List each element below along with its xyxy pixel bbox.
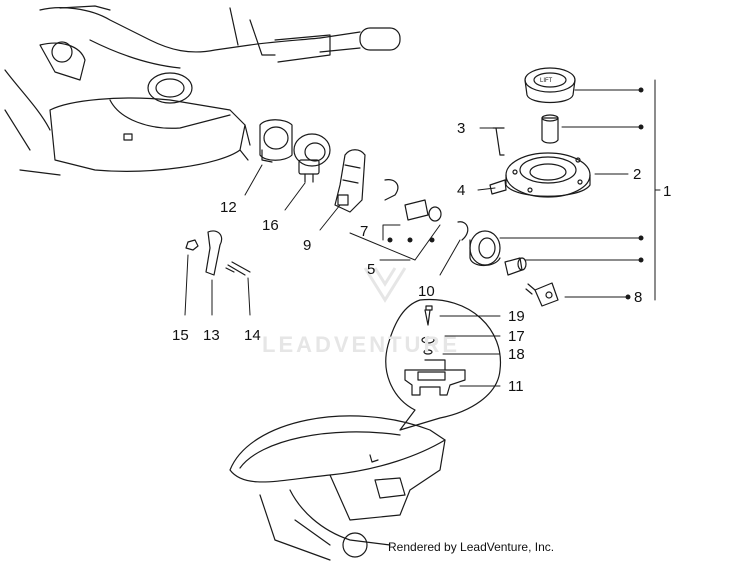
callout-5: 5 xyxy=(367,261,375,278)
part-16-ignition-switch xyxy=(293,133,331,183)
callout-10: 10 xyxy=(418,283,435,300)
callout-13: 13 xyxy=(203,327,220,344)
callout-14: 14 xyxy=(244,327,261,344)
callout-7: 7 xyxy=(360,223,368,240)
callout-11: 11 xyxy=(508,378,524,395)
latch-detail-callout xyxy=(385,298,502,431)
callout-leaders xyxy=(184,79,661,387)
callout-17: 17 xyxy=(508,328,525,345)
scooter-front-illustration xyxy=(4,5,401,176)
callout-2: 2 xyxy=(633,166,641,183)
callout-numbers: 1 2 3 4 5 7 8 9 10 11 12 13 14 15 16 17 … xyxy=(172,120,671,395)
part-12-bezel xyxy=(259,119,293,163)
part-9-bracket xyxy=(334,149,366,213)
callout-18: 18 xyxy=(508,346,525,363)
watermark: LEADVENTURE xyxy=(262,267,460,357)
callout-dots xyxy=(387,87,644,300)
callout-15: 15 xyxy=(172,327,189,344)
part-13-14-15-latch xyxy=(185,230,251,276)
callout-8: 8 xyxy=(634,289,642,306)
callout-19: 19 xyxy=(508,308,525,325)
render-credit: Rendered by LeadVenture, Inc. xyxy=(388,540,555,554)
cap-lift-label: LIFT xyxy=(540,78,553,84)
callout-16: 16 xyxy=(262,217,279,234)
callout-9: 9 xyxy=(303,237,311,254)
callout-12: 12 xyxy=(220,199,237,216)
part-10-lock-cylinder xyxy=(469,230,559,307)
callout-1: 1 xyxy=(663,183,671,200)
callout-3: 3 xyxy=(457,120,465,137)
part-2-fuel-cap-assembly xyxy=(489,67,591,198)
watermark-text: LEADVENTURE xyxy=(262,332,460,357)
callout-4: 4 xyxy=(457,182,465,199)
scooter-rear-illustration xyxy=(229,415,446,561)
part-5-7-spacers xyxy=(384,179,469,241)
